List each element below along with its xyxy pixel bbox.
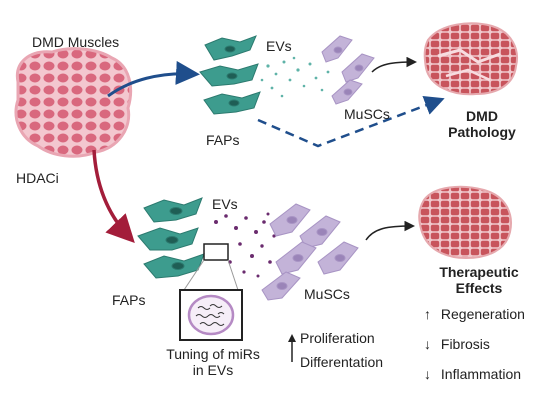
dmd-pathology-title: DMD Pathology — [434, 108, 530, 140]
tuning-line2: in EVs — [192, 362, 234, 378]
proliferation-label: Proliferation — [300, 330, 375, 346]
dashed-path-to-dmd-pathology — [257, 95, 445, 148]
dmd-pathology-muscle — [423, 22, 518, 96]
up-arrow-icon: ↑ — [424, 306, 431, 322]
regeneration-row: ↑ Regeneration — [424, 306, 525, 322]
inflammation-label: Inflammation — [440, 366, 522, 382]
regeneration-label: Regeneration — [440, 306, 525, 322]
dmd-muscles-label: DMD Muscles — [32, 34, 120, 50]
therapeutic-line1: Therapeutic — [439, 264, 519, 280]
therapeutic-line2: Effects — [455, 280, 503, 296]
faps-bottom-cells — [137, 197, 205, 279]
muscs-bottom-cells — [261, 203, 359, 301]
arrow-to-therapeutic-effects — [365, 220, 415, 241]
muscs-top-cells — [321, 35, 375, 105]
evs-top-label: EVs — [266, 38, 292, 54]
muscs-top-label: MuSCs — [344, 106, 390, 122]
muscs-bottom-label: MuSCs — [304, 286, 350, 302]
ev-mirs-zoom — [179, 289, 243, 341]
differentation-label: Differentation — [300, 354, 384, 370]
faps-top-cells — [199, 35, 261, 115]
red-arrow-to-faps — [92, 149, 135, 244]
dmd-pathology-line2: Pathology — [448, 124, 516, 140]
up-arrow-proliferation — [288, 334, 296, 362]
faps-top-label: FAPs — [206, 132, 240, 148]
fibrosis-row: ↓ Fibrosis — [424, 336, 490, 352]
hdaci-label: HDACi — [16, 170, 59, 186]
down-arrow-icon: ↓ — [424, 336, 431, 352]
healthy-muscle — [418, 185, 512, 260]
down-arrow-icon: ↓ — [424, 366, 431, 382]
tuning-line1: Tuning of miRs — [166, 346, 260, 362]
dmd-muscle-tissue — [14, 47, 133, 158]
fibrosis-label: Fibrosis — [440, 336, 490, 352]
evs-bottom-label: EVs — [212, 196, 238, 212]
blue-arrow-to-faps — [107, 60, 200, 98]
arrow-to-dmd-pathology — [371, 56, 417, 73]
evs-bottom-dots — [214, 212, 276, 278]
tuning-caption: Tuning of miRs in EVs — [148, 346, 278, 378]
faps-bottom-label: FAPs — [112, 292, 146, 308]
ev-zoom-selection — [183, 243, 239, 291]
inflammation-row: ↓ Inflammation — [424, 366, 521, 382]
therapeutic-effects-title: Therapeutic Effects — [424, 264, 534, 296]
dmd-pathology-line1: DMD — [466, 108, 498, 124]
evs-top-dots — [260, 56, 330, 98]
